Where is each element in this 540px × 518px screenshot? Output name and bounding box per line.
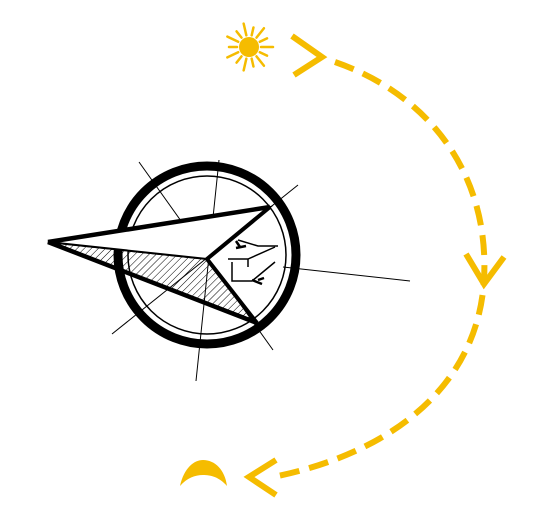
sun-ray: [260, 52, 267, 55]
sun-path-dashed-arc: [278, 62, 484, 476]
crescent-moon-icon: [180, 460, 227, 486]
sun-ray: [252, 59, 254, 67]
compass-pointer: [48, 207, 270, 323]
sun-ray: [237, 56, 242, 62]
sun-path: [249, 36, 504, 495]
sun-ray: [252, 28, 254, 36]
sun-icon: [227, 24, 273, 71]
sun-ray: [244, 24, 247, 36]
sun-ray: [260, 38, 267, 41]
sun-ray: [256, 28, 263, 37]
sun-ray: [256, 56, 263, 65]
sun-path-arrowhead-end: [249, 460, 276, 495]
sun-ray: [244, 59, 247, 71]
sun-ray: [227, 52, 238, 57]
sun-ray: [237, 31, 242, 37]
sun-ray: [227, 37, 238, 42]
compass-pointer-tail: [228, 240, 278, 284]
sun-path-arrowhead-start: [292, 36, 322, 75]
compass-icon: [48, 160, 410, 381]
